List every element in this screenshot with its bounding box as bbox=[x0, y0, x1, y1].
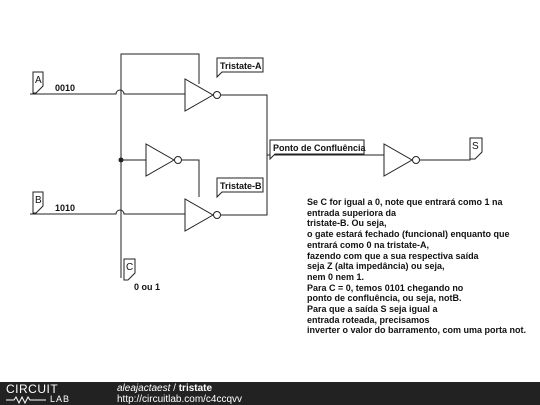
output-inverter bbox=[383, 143, 420, 177]
port-c-label: C bbox=[126, 262, 133, 273]
note-line: inverter o valor do barramento, com uma … bbox=[307, 325, 527, 336]
note-line: nem 0 nem 1. bbox=[307, 271, 365, 282]
note-line: ponto de confluência, ou seja, notB. bbox=[307, 293, 462, 304]
port-s-label: S bbox=[472, 141, 479, 152]
logo-top-text: CIRCUIT bbox=[6, 382, 59, 396]
wire-s-output bbox=[418, 150, 471, 161]
tristate-b-buffer bbox=[184, 198, 221, 232]
tristate-a-buffer bbox=[184, 78, 221, 112]
junction-label: Ponto de Confluência bbox=[273, 143, 366, 153]
note-line: fazendo com que a sua respectiva saída bbox=[307, 250, 479, 261]
c-value: 0 ou 1 bbox=[134, 282, 160, 292]
note-line: entrada roteada, precisamos bbox=[307, 314, 430, 325]
wire-tristate-a-out bbox=[221, 94, 268, 216]
note-line: Para que a saída S seja igual a bbox=[307, 304, 438, 315]
note-line: tristate-B. Ou seja, bbox=[307, 218, 387, 229]
junction-tag: Ponto de Confluência bbox=[269, 139, 366, 161]
circuitlab-logo[interactable]: CIRCUIT LAB bbox=[6, 383, 96, 404]
a-bus-value: 0010 bbox=[55, 83, 75, 93]
wire-control-loop bbox=[120, 53, 200, 94]
wire-a-input bbox=[30, 89, 185, 95]
port-c-flag: C bbox=[123, 258, 136, 281]
port-s-flag: S bbox=[469, 137, 483, 160]
port-b-flag: B bbox=[32, 191, 44, 214]
tristate-a-tag: Tristate-A bbox=[216, 57, 264, 79]
circuit-title[interactable]: tristate bbox=[178, 383, 213, 394]
not-gate bbox=[145, 143, 182, 177]
junction-dot bbox=[118, 157, 124, 163]
footer-bar: CIRCUIT LAB aleajactaest / tristate http… bbox=[0, 382, 540, 405]
author-link[interactable]: aleajactaest bbox=[117, 383, 171, 394]
schematic-canvas: A B C S 0010 1010 0 ou 1 Tristate-A Tris… bbox=[30, 53, 483, 292]
credit-separator: / bbox=[170, 383, 179, 394]
wire-b-input bbox=[30, 209, 185, 215]
wire-not-to-tristate-b bbox=[182, 159, 200, 197]
footer-credit: aleajactaest / tristate bbox=[117, 383, 212, 394]
note-line: Para C = 0, temos 0101 chegando no bbox=[307, 282, 464, 293]
note-line: entrará como 0 na tristate-A, bbox=[307, 239, 430, 250]
note-line: entrada superiora da bbox=[307, 207, 397, 218]
tristate-a-label: Tristate-A bbox=[220, 61, 262, 71]
note-line: seja Z (alta impedância) ou seja, bbox=[307, 261, 445, 272]
note-line: Se C for igual a 0, note que entrará com… bbox=[307, 197, 503, 207]
explanation-note: Se C for igual a 0, note que entrará com… bbox=[307, 197, 535, 336]
circuit-url[interactable]: http://circuitlab.com/c4ccqvv bbox=[117, 394, 243, 405]
logo-resistor-icon bbox=[6, 396, 46, 404]
tristate-b-label: Tristate-B bbox=[220, 181, 262, 191]
b-bus-value: 1010 bbox=[55, 203, 75, 213]
note-line: o gate estará fechado (funcional) enquan… bbox=[307, 229, 510, 240]
port-a-flag: A bbox=[32, 71, 44, 94]
logo-bottom-text: LAB bbox=[50, 394, 71, 404]
port-a-label: A bbox=[35, 75, 42, 86]
tristate-b-tag: Tristate-B bbox=[216, 177, 264, 199]
port-b-label: B bbox=[35, 195, 42, 206]
schematic-svg: A B C S 0010 1010 0 ou 1 Tristate-A Tris… bbox=[30, 53, 483, 292]
